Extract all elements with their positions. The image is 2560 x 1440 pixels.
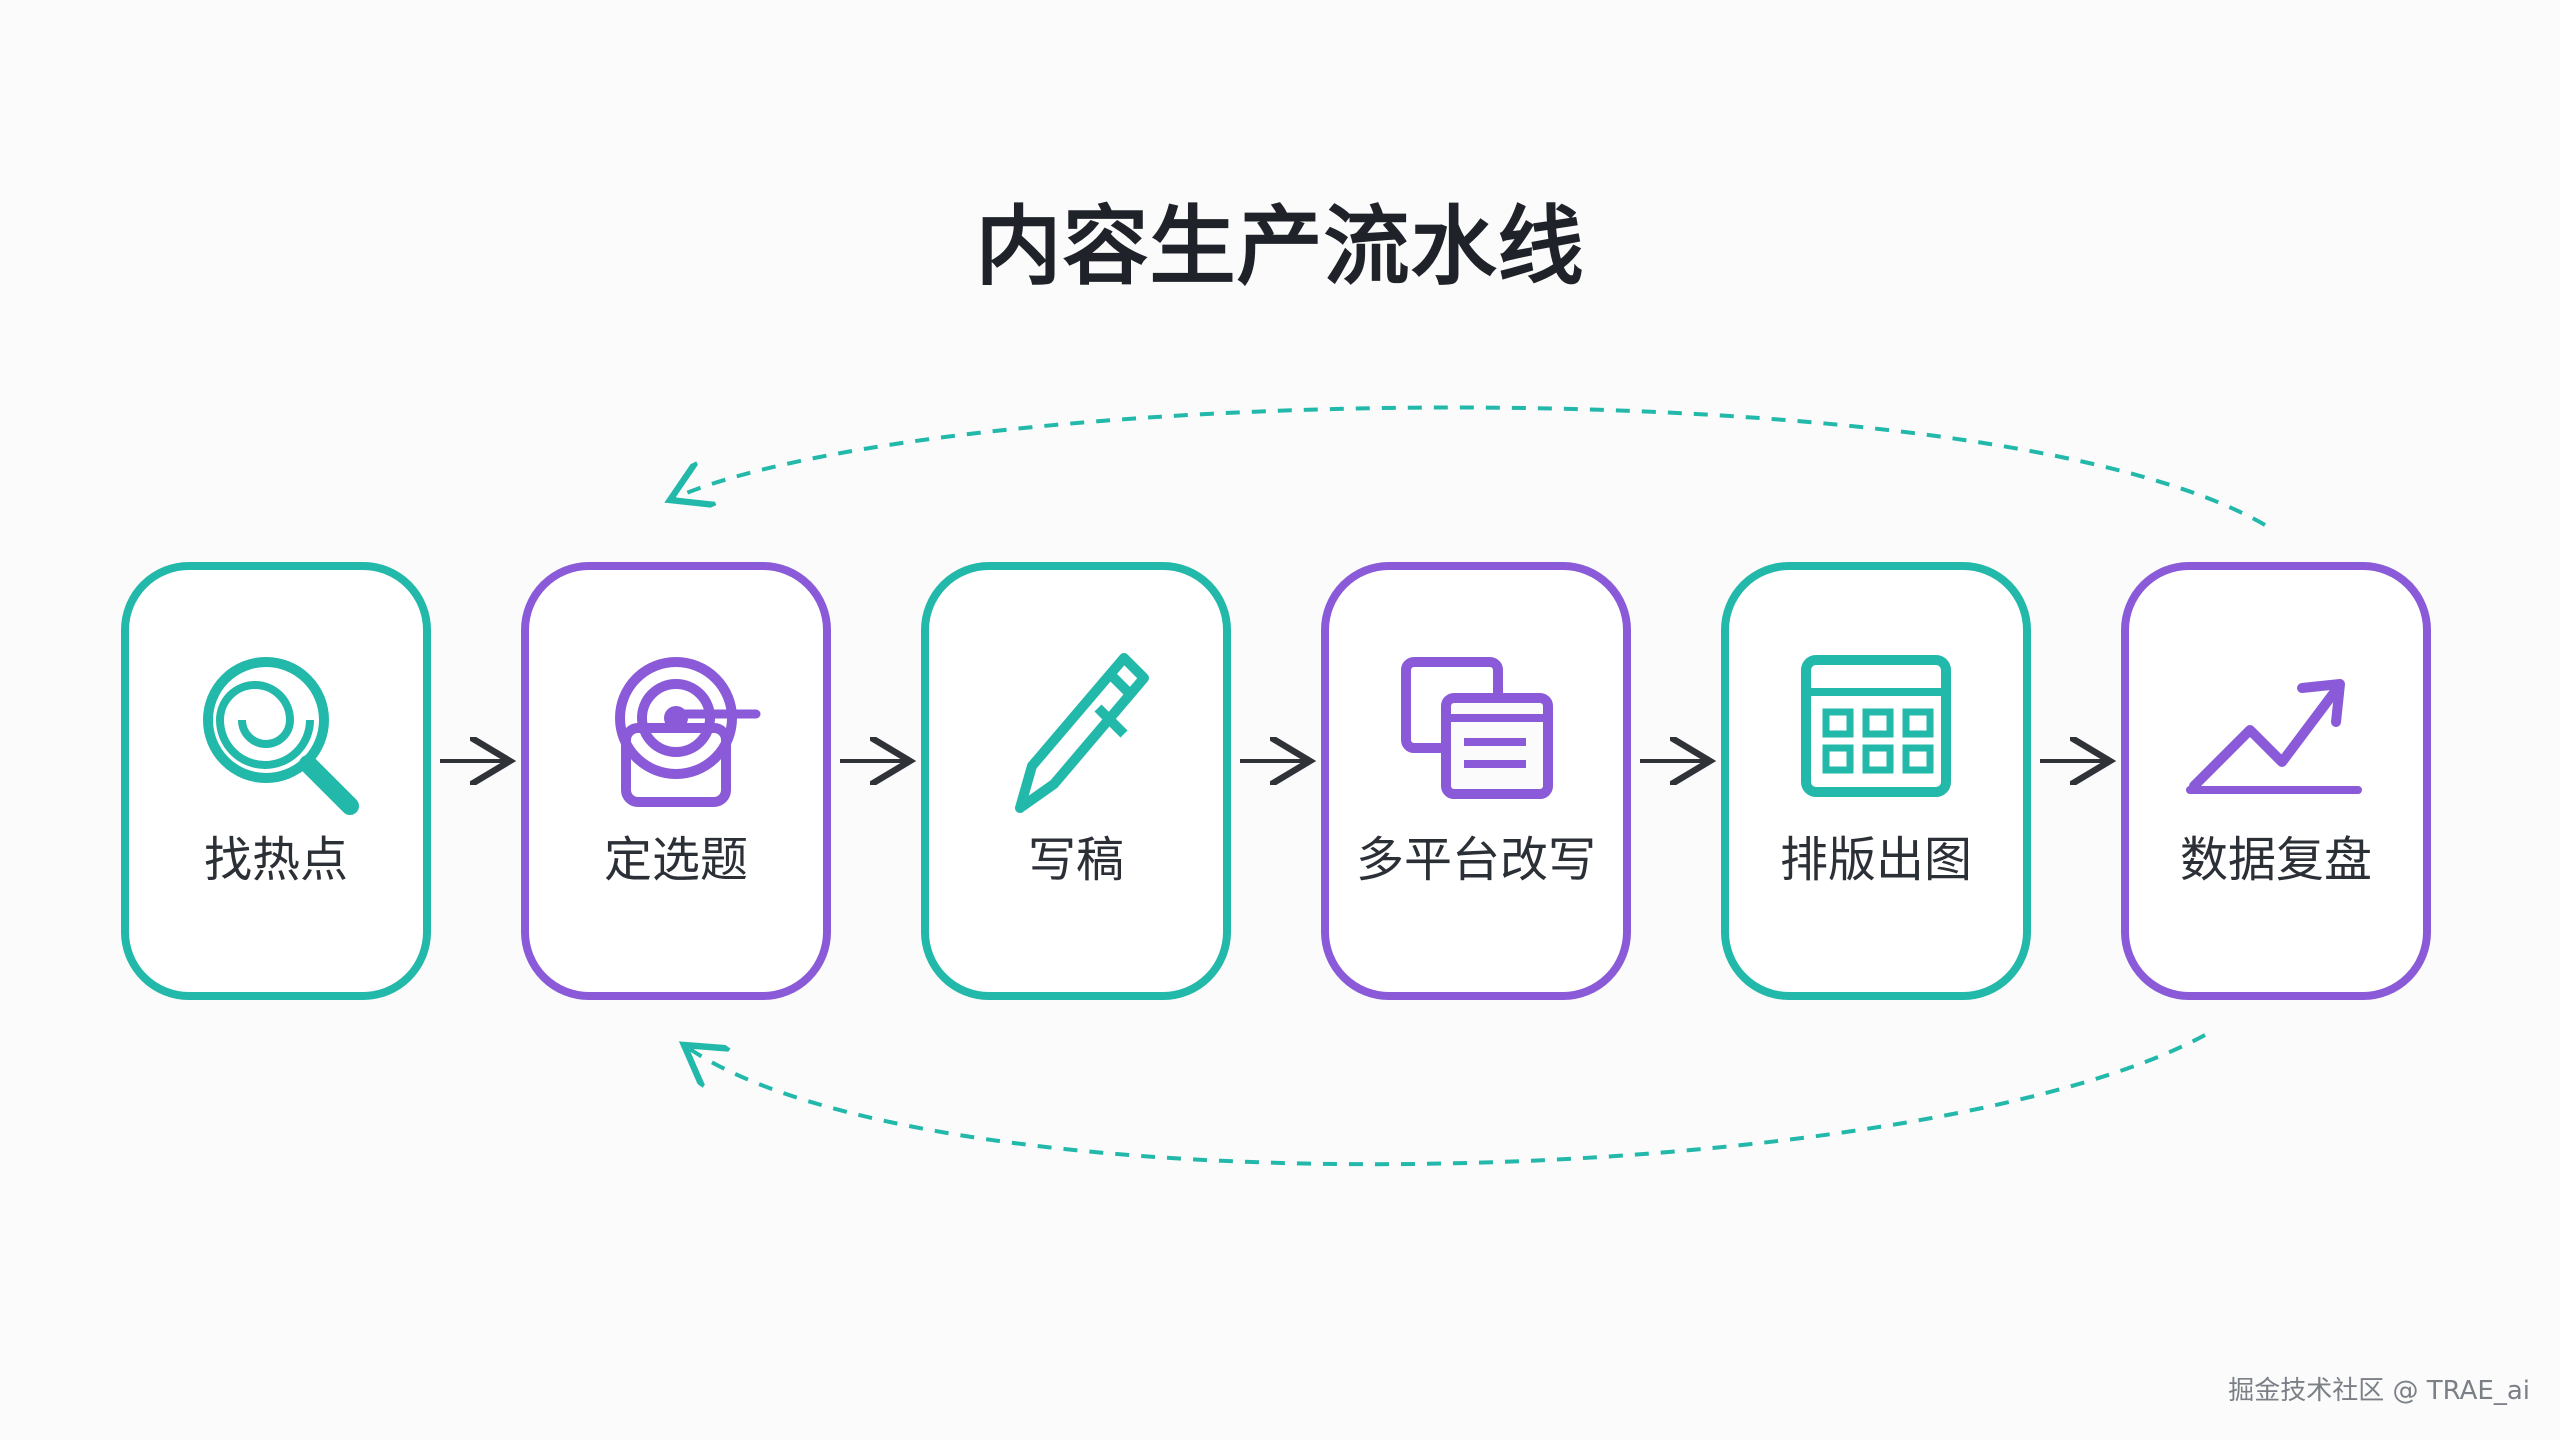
trend-up-icon	[2186, 679, 2362, 794]
step-3-box	[921, 562, 1231, 1000]
target-dart-icon	[615, 657, 761, 807]
step-4: 多平台改写	[1321, 562, 1631, 1000]
step-6-label: 数据复盘	[2180, 832, 2372, 888]
step-6: 数据复盘	[2121, 562, 2431, 1000]
feedback-loop-top	[670, 405, 2266, 527]
step-4-label: 多平台改写	[1356, 832, 1596, 888]
step-5-box	[1721, 562, 2031, 1000]
steps-layer: 找热点 定选题 写稿 多平台改写 排版出图 数据复盘	[121, 562, 2431, 1000]
step-3: 写稿	[921, 562, 1231, 1000]
step-1: 找热点	[121, 562, 431, 1000]
diagram-title: 内容生产流水线	[976, 197, 1585, 297]
pen-icon	[1015, 653, 1149, 813]
step-6-box	[2121, 562, 2431, 1000]
watermark: 掘金技术社区 @ TRAE_ai	[2228, 1376, 2530, 1406]
layout-grid-icon	[1801, 655, 1951, 797]
step-2-box	[521, 562, 831, 1000]
step-1-label: 找热点	[204, 832, 348, 888]
step-2: 定选题	[521, 562, 831, 1000]
stacked-windows-icon	[1401, 657, 1553, 799]
feedback-loop-bottom	[684, 1033, 2206, 1167]
step-2-label: 定选题	[604, 832, 748, 888]
step-5-label: 排版出图	[1780, 832, 1972, 888]
step-3-label: 写稿	[1028, 832, 1124, 888]
magnifier-spiral-icon	[203, 657, 359, 815]
step-5: 排版出图	[1721, 562, 2031, 1000]
